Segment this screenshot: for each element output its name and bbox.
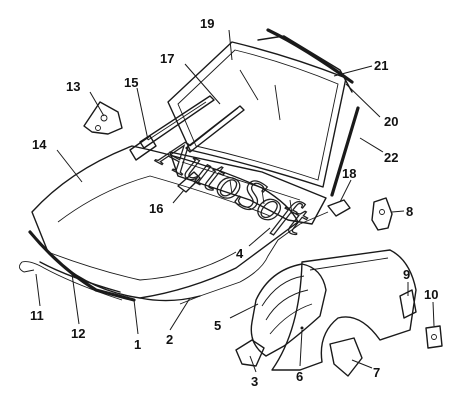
fastener xyxy=(425,325,443,349)
callout-20: 20 xyxy=(384,114,398,129)
callout-17: 17 xyxy=(160,51,174,66)
callout-18: 18 xyxy=(342,166,356,181)
callout-labels: 19 21 20 22 17 15 13 14 16 18 8 4 5 6 7 … xyxy=(30,16,438,389)
callout-13: 13 xyxy=(66,79,80,94)
callout-11: 11 xyxy=(30,308,44,323)
callout-22: 22 xyxy=(384,150,398,165)
front-fender xyxy=(271,249,417,371)
callout-14: 14 xyxy=(32,137,47,152)
roof-molding-strip xyxy=(257,35,353,93)
windshield xyxy=(167,41,347,188)
hood-release-cable xyxy=(139,295,201,302)
hood-seal-front xyxy=(28,230,136,302)
latch-and-hose xyxy=(179,199,351,305)
support-bracket xyxy=(371,197,393,231)
callout-2: 2 xyxy=(166,332,173,347)
hood xyxy=(31,145,299,299)
callout-15: 15 xyxy=(124,75,138,90)
callout-7: 7 xyxy=(373,365,380,380)
seal-strip xyxy=(39,261,121,293)
release-cable-loop xyxy=(19,261,123,301)
callout-5: 5 xyxy=(214,318,221,333)
callout-16: 16 xyxy=(149,201,163,216)
callout-19: 19 xyxy=(200,16,214,31)
callout-1: 1 xyxy=(134,337,141,352)
callout-8: 8 xyxy=(406,204,413,219)
callout-21: 21 xyxy=(374,58,388,73)
callout-10: 10 xyxy=(424,287,438,302)
callout-4: 4 xyxy=(236,246,244,261)
cowl-panel xyxy=(169,151,327,225)
callout-6: 6 xyxy=(296,369,303,384)
hood-hinge xyxy=(83,101,123,135)
washer-nozzle xyxy=(177,171,201,193)
pillar-molding xyxy=(330,106,360,197)
wiper-assembly xyxy=(129,95,245,161)
wheel-liner xyxy=(250,263,327,357)
mud-flap xyxy=(329,337,363,377)
callout-9: 9 xyxy=(403,267,410,282)
callout-3: 3 xyxy=(251,374,258,389)
callout-12: 12 xyxy=(71,326,85,341)
fender-bracket xyxy=(235,339,265,367)
leader-lines xyxy=(35,29,435,373)
